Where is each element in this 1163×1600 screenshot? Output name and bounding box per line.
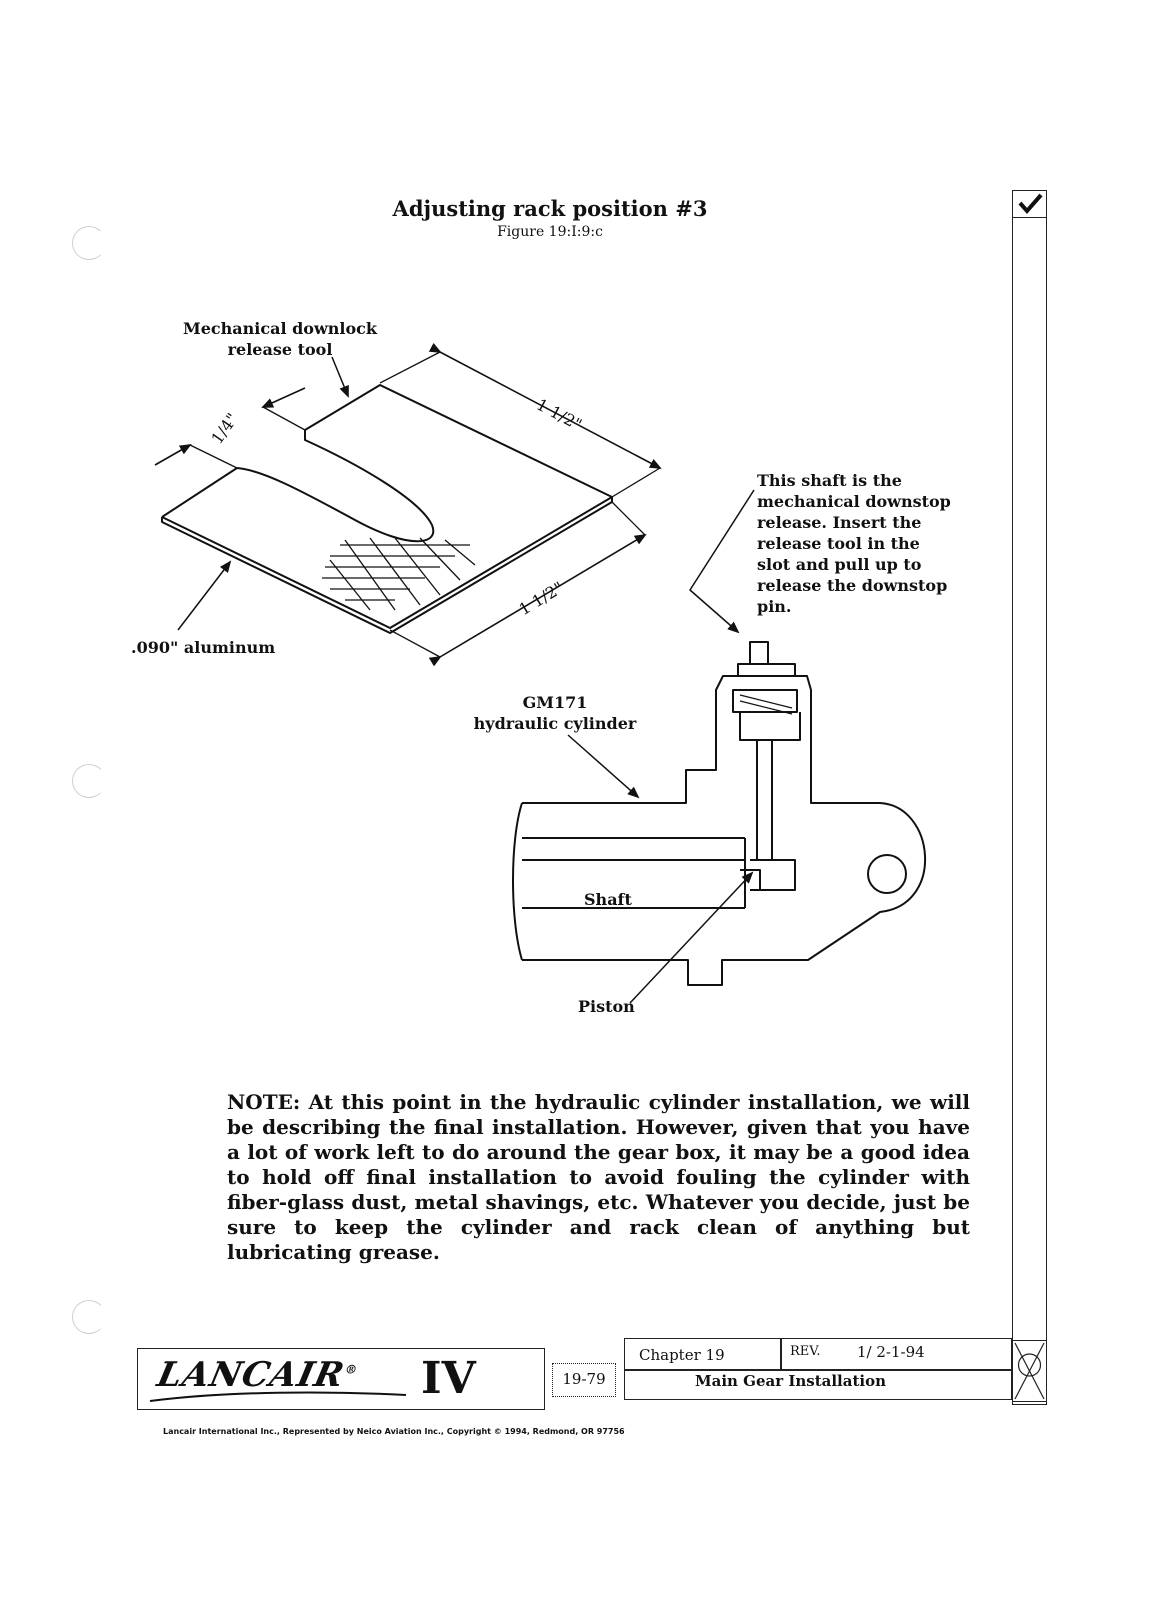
final-check-box[interactable] — [1012, 1340, 1047, 1402]
shaft-desc-line: mechanical downstop — [757, 492, 951, 511]
figure-number: Figure 19:I:9:c — [497, 224, 603, 240]
shaft-label: Shaft — [584, 890, 632, 909]
installation-note: NOTE: At this point in the hydraulic cyl… — [227, 1090, 970, 1264]
copyright-line: Lancair International Inc., Represented … — [163, 1427, 625, 1436]
plate-hatching — [322, 537, 476, 611]
tool-label: Mechanical downlock release tool — [150, 318, 410, 360]
tool-label-line2: release tool — [227, 340, 333, 359]
tool-label-line1: Mechanical downlock — [183, 319, 377, 338]
logo-box: LANCAIR® IV — [137, 1348, 545, 1410]
block-divider — [625, 1369, 1011, 1371]
check-box[interactable] — [1012, 190, 1047, 218]
section-title: Main Gear Installation — [695, 1372, 887, 1390]
shaft-desc-line: slot and pull up to — [757, 555, 922, 574]
piston-label: Piston — [578, 997, 635, 1016]
logo-swoosh — [149, 1391, 407, 1402]
chapter-divider — [780, 1339, 782, 1369]
chapter-block: Chapter 19 REV. 1/ 2-1-94 Main Gear Inst… — [624, 1338, 1012, 1400]
cylinder-label: GM171 hydraulic cylinder — [450, 692, 660, 734]
cylinder-part-number: GM171 — [522, 693, 588, 712]
figure-drawing — [154, 342, 927, 1004]
checkmark-icon — [1018, 193, 1043, 215]
punch-hole-top — [72, 226, 106, 260]
shaft-desc-line: release. Insert the — [757, 513, 922, 532]
registered-mark: ® — [343, 1362, 360, 1377]
material-label: .090" aluminum — [131, 638, 276, 657]
shaft-desc-line: pin. — [757, 597, 792, 616]
model-label: IV — [421, 1353, 476, 1404]
crossed-circle-icon — [1014, 1342, 1045, 1400]
shaft-description: This shaft is the mechanical downstop re… — [757, 470, 997, 617]
hydraulic-cylinder — [512, 641, 927, 986]
punch-hole-bottom — [72, 1300, 106, 1334]
chapter-label: Chapter 19 — [639, 1346, 725, 1364]
page-number-box: 19-79 — [552, 1363, 616, 1397]
rev-label: REV. — [790, 1344, 821, 1359]
shaft-desc-line: release the downstop — [757, 576, 948, 595]
punch-hole-middle — [72, 764, 106, 798]
shaft-desc-line: release tool in the — [757, 534, 920, 553]
shaft-desc-line: This shaft is the — [757, 471, 902, 490]
cylinder-name: hydraulic cylinder — [473, 714, 637, 733]
rev-value: 1/ 2-1-94 — [857, 1343, 925, 1361]
figure-title: Adjusting rack position #3 — [392, 196, 708, 221]
